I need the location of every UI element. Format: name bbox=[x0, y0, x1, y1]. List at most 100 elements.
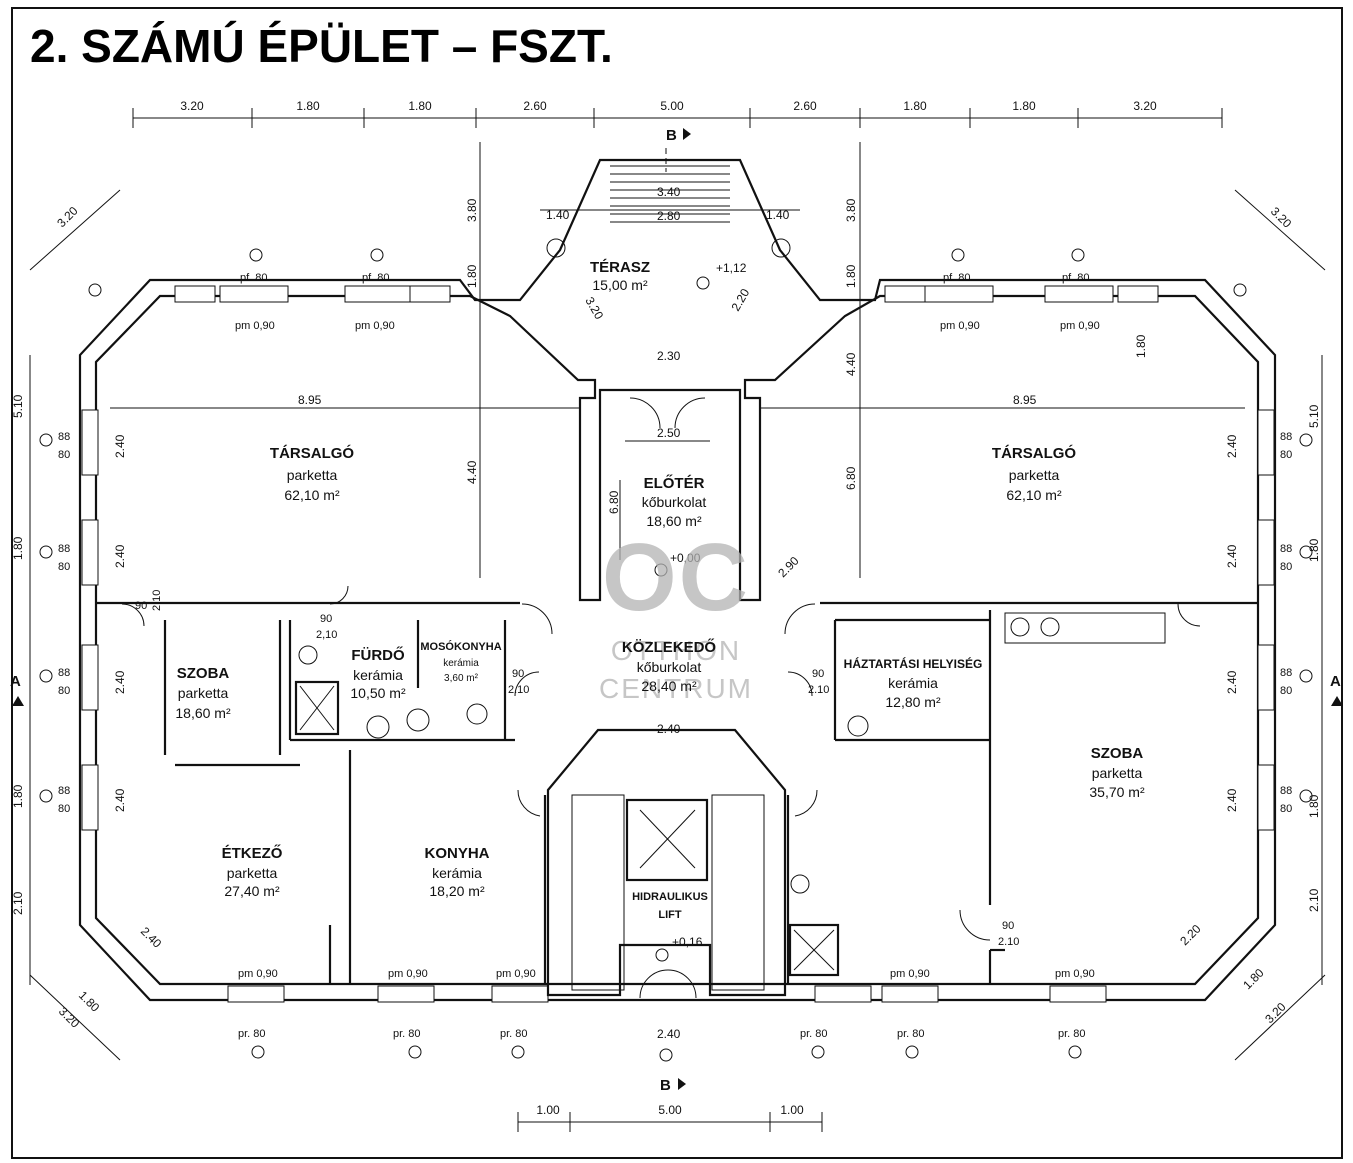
svg-text:2.10: 2.10 bbox=[508, 684, 529, 696]
svg-text:pm 0,90: pm 0,90 bbox=[940, 320, 980, 332]
svg-text:TÉRASZ: TÉRASZ bbox=[590, 259, 650, 276]
svg-text:18,60 m²: 18,60 m² bbox=[175, 705, 231, 721]
svg-text:parketta: parketta bbox=[1009, 467, 1060, 483]
exterior-walls bbox=[78, 158, 1277, 1002]
svg-text:pr. 80: pr. 80 bbox=[500, 1028, 528, 1040]
svg-text:kőburkolat: kőburkolat bbox=[642, 494, 707, 510]
top-dim-4: 2.60 bbox=[523, 99, 547, 113]
svg-text:6.80: 6.80 bbox=[844, 466, 858, 490]
svg-text:80: 80 bbox=[1280, 685, 1292, 697]
svg-text:3,60 m²: 3,60 m² bbox=[444, 673, 479, 684]
svg-text:3.40: 3.40 bbox=[657, 185, 681, 199]
svg-text:2.20: 2.20 bbox=[1177, 921, 1204, 948]
svg-text:1.80: 1.80 bbox=[1307, 794, 1321, 818]
svg-text:2.40: 2.40 bbox=[138, 924, 165, 951]
bottom-dimension-chain: 1.00 5.00 1.00 bbox=[517, 1103, 823, 1132]
section-marker-a-left: A bbox=[10, 673, 24, 706]
room-tarsalgo-right: TÁRSALGÓ parketta 62,10 m² bbox=[992, 444, 1076, 503]
svg-text:62,10 m²: 62,10 m² bbox=[284, 487, 340, 503]
svg-text:2.20: 2.20 bbox=[728, 286, 752, 314]
svg-text:3.80: 3.80 bbox=[465, 198, 479, 222]
room-szoba-right: SZOBA parketta 35,70 m² bbox=[1089, 745, 1145, 800]
svg-text:1.80: 1.80 bbox=[1240, 965, 1267, 992]
top-dimension-chain: 3.20 1.80 1.80 2.60 5.00 2.60 1.80 1.80 … bbox=[132, 99, 1223, 128]
svg-text:1.40: 1.40 bbox=[766, 208, 790, 222]
svg-text:3.20: 3.20 bbox=[56, 1004, 83, 1031]
section-marker-b-top: B bbox=[665, 127, 691, 172]
room-konyha: KONYHA kerámia 18,20 m² bbox=[424, 845, 489, 899]
svg-text:2.40: 2.40 bbox=[113, 434, 127, 458]
svg-text:pf. 80: pf. 80 bbox=[362, 272, 390, 284]
top-dim-3: 1.80 bbox=[408, 99, 432, 113]
top-window-labels: pf. 80 pf. 80 pf. 80 pf. 80 pm 0,90 pm 0… bbox=[235, 272, 1100, 332]
door-swings bbox=[121, 397, 1201, 999]
bottom-dim-1: 1.00 bbox=[536, 1103, 560, 1117]
lift-level: +0,16 bbox=[672, 935, 703, 949]
top-dim-6: 2.60 bbox=[793, 99, 817, 113]
stair-core bbox=[546, 728, 787, 997]
svg-text:10,50 m²: 10,50 m² bbox=[350, 685, 406, 701]
room-mosokonyha: MOSÓKONYHA kerámia 3,60 m² bbox=[420, 640, 501, 684]
svg-text:15,00 m²: 15,00 m² bbox=[592, 277, 648, 293]
svg-text:3.20: 3.20 bbox=[1262, 999, 1289, 1026]
svg-text:2.10: 2.10 bbox=[998, 936, 1019, 948]
top-dim-5: 5.00 bbox=[660, 99, 684, 113]
svg-text:80: 80 bbox=[1280, 449, 1292, 461]
svg-text:1.80: 1.80 bbox=[11, 536, 25, 560]
svg-text:KÖZLEKEDŐ: KÖZLEKEDŐ bbox=[622, 638, 717, 656]
svg-text:pr. 80: pr. 80 bbox=[1058, 1028, 1086, 1040]
svg-text:pm 0,90: pm 0,90 bbox=[1055, 968, 1095, 980]
svg-text:ÉTKEZŐ: ÉTKEZŐ bbox=[222, 844, 283, 862]
svg-text:pf. 80: pf. 80 bbox=[1062, 272, 1090, 284]
svg-text:80: 80 bbox=[1280, 561, 1292, 573]
terrace-steps bbox=[546, 165, 791, 258]
svg-text:parketta: parketta bbox=[227, 865, 278, 881]
svg-text:18,60 m²: 18,60 m² bbox=[646, 513, 702, 529]
svg-text:2.90: 2.90 bbox=[775, 553, 802, 580]
svg-text:FÜRDŐ: FÜRDŐ bbox=[351, 646, 405, 664]
svg-text:parketta: parketta bbox=[178, 685, 229, 701]
svg-text:A: A bbox=[10, 673, 21, 690]
svg-text:90: 90 bbox=[320, 613, 332, 625]
svg-text:6.80: 6.80 bbox=[607, 490, 621, 514]
corner-dimensions: 3.20 3.20 1.80 3.20 1.80 3.20 bbox=[29, 189, 1326, 1061]
svg-text:80: 80 bbox=[58, 685, 70, 697]
svg-text:90: 90 bbox=[512, 668, 524, 680]
svg-text:5.10: 5.10 bbox=[1307, 404, 1321, 428]
svg-text:OC: OC bbox=[602, 524, 750, 631]
section-marker-a-right: A bbox=[1330, 673, 1343, 706]
svg-text:1.80: 1.80 bbox=[11, 784, 25, 808]
svg-text:90: 90 bbox=[1002, 920, 1014, 932]
svg-text:2.40: 2.40 bbox=[1225, 544, 1239, 568]
bottom-dim-2: 5.00 bbox=[658, 1103, 682, 1117]
svg-text:LIFT: LIFT bbox=[658, 909, 681, 921]
bottom-windows bbox=[227, 985, 1107, 1003]
svg-text:2.40: 2.40 bbox=[1225, 434, 1239, 458]
svg-text:OTTHON: OTTHON bbox=[611, 635, 741, 666]
svg-text:2.40: 2.40 bbox=[1225, 788, 1239, 812]
svg-text:18,20 m²: 18,20 m² bbox=[429, 883, 485, 899]
room-haztartasi: HÁZTARTÁSI HELYISÉG kerámia 12,80 m² bbox=[844, 656, 983, 710]
room-kozlekedo: KÖZLEKEDŐ kőburkolat 28,40 m² bbox=[622, 638, 717, 694]
svg-text:80: 80 bbox=[58, 561, 70, 573]
svg-text:pr. 80: pr. 80 bbox=[800, 1028, 828, 1040]
svg-text:1.40: 1.40 bbox=[546, 208, 570, 222]
svg-text:pm 0,90: pm 0,90 bbox=[235, 320, 275, 332]
svg-text:88: 88 bbox=[58, 667, 70, 679]
room-lift: HIDRAULIKUS LIFT bbox=[632, 891, 708, 921]
svg-text:3.20: 3.20 bbox=[54, 203, 81, 230]
svg-text:80: 80 bbox=[1280, 803, 1292, 815]
svg-text:1.80: 1.80 bbox=[1307, 538, 1321, 562]
top-dim-7: 1.80 bbox=[903, 99, 927, 113]
svg-text:88: 88 bbox=[1280, 543, 1292, 555]
svg-text:2.10: 2.10 bbox=[808, 684, 829, 696]
svg-text:27,40 m²: 27,40 m² bbox=[224, 883, 280, 899]
svg-text:kerámia: kerámia bbox=[888, 675, 938, 691]
svg-text:CENTRUM: CENTRUM bbox=[599, 673, 753, 704]
svg-text:2.40: 2.40 bbox=[657, 1027, 681, 1041]
bottom-dim-3: 1.00 bbox=[780, 1103, 804, 1117]
terasz-level: +1,12 bbox=[716, 261, 747, 275]
svg-text:kerámia: kerámia bbox=[432, 865, 482, 881]
svg-text:2.80: 2.80 bbox=[657, 209, 681, 223]
